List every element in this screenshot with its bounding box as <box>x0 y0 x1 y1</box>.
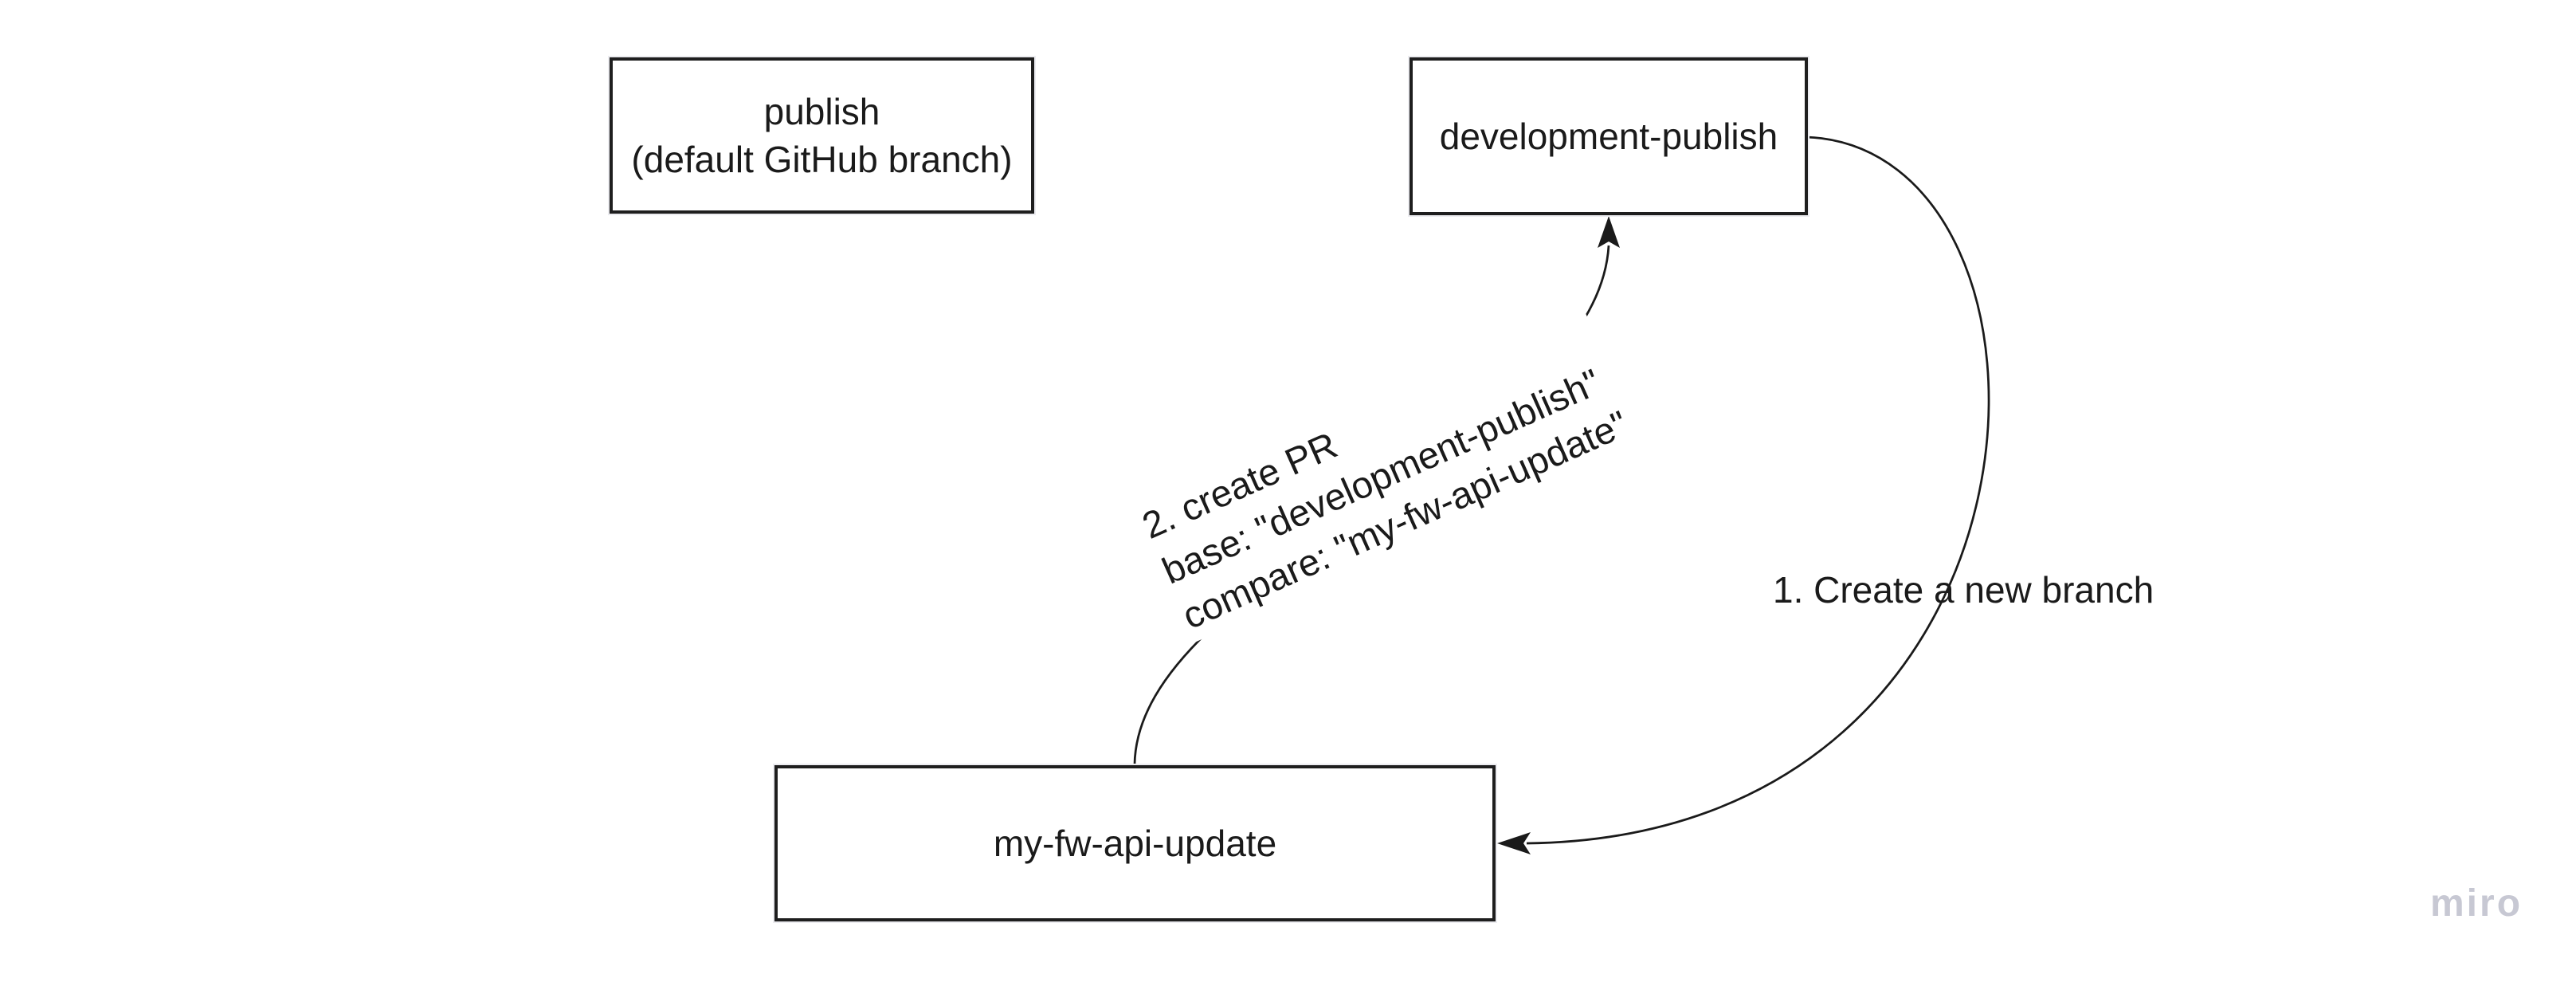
node-my-fw-api-update[interactable]: my-fw-api-update <box>774 765 1496 921</box>
arrowhead-to-my-fw-api-update <box>1497 832 1531 854</box>
node-publish-label: publish <box>763 91 880 132</box>
node-development-publish[interactable]: development-publish <box>1410 57 1808 215</box>
arrowhead-to-development-publish <box>1598 216 1620 248</box>
node-publish[interactable]: publish (default GitHub branch) <box>610 57 1034 214</box>
node-development-publish-label: development-publish <box>1439 116 1778 157</box>
miro-watermark: miro <box>2430 882 2523 925</box>
node-my-fw-api-update-label: my-fw-api-update <box>993 823 1277 864</box>
connector-label-create-branch: 1. Create a new branch <box>1773 569 2155 611</box>
node-publish-sublabel: (default GitHub branch) <box>631 139 1013 180</box>
connector-create-branch[interactable] <box>1526 136 1990 845</box>
